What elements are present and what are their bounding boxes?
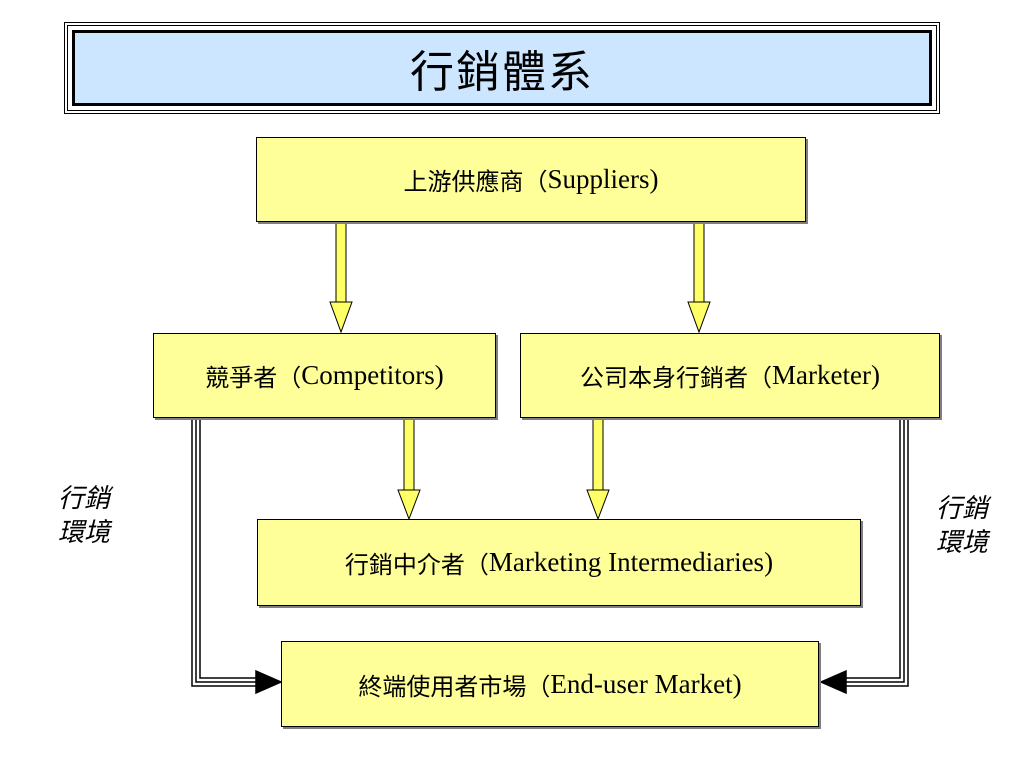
node-intermediaries-en: Marketing Intermediaries) xyxy=(488,547,774,577)
arrow-marketer-to-intermediaries xyxy=(586,417,610,521)
node-competitors: 競爭者（Competitors) xyxy=(153,333,496,418)
node-suppliers: 上游供應商（Suppliers) xyxy=(256,137,806,222)
arrow-suppliers-to-competitors xyxy=(329,221,353,334)
side-label-right-line1: 行銷 xyxy=(936,494,989,524)
node-enduser-en: End-user Market) xyxy=(550,668,742,699)
connector-competitors-to-enduser xyxy=(191,418,283,695)
arrow-suppliers-to-marketer xyxy=(687,221,711,334)
node-marketer-en: Marketer) xyxy=(772,360,880,390)
side-label-left: 行銷 環境 xyxy=(58,482,110,550)
side-label-left-line2: 環境 xyxy=(58,518,111,548)
side-label-left-line1: 行銷 xyxy=(58,484,111,514)
node-marketer: 公司本身行銷者（Marketer) xyxy=(520,333,940,418)
page-title: 行銷體系 xyxy=(410,47,594,98)
node-marketer-cn: 公司本身行銷者（ xyxy=(580,364,773,392)
node-intermediaries: 行銷中介者（Marketing Intermediaries) xyxy=(257,519,861,606)
side-label-right-line2: 環境 xyxy=(936,528,989,558)
node-enduser: 終端使用者市場（End-user Market) xyxy=(281,641,819,727)
node-suppliers-cn: 上游供應商（ xyxy=(403,168,548,196)
node-competitors-en: Competitors) xyxy=(301,360,444,390)
title-banner: 行銷體系 xyxy=(72,30,932,106)
node-enduser-cn: 終端使用者市場（ xyxy=(358,672,551,701)
arrow-competitors-to-intermediaries xyxy=(397,417,421,521)
side-label-right: 行銷 環境 xyxy=(936,492,988,560)
connector-marketer-to-enduser xyxy=(819,418,909,695)
node-suppliers-en: Suppliers) xyxy=(547,164,659,194)
title-frame: 行銷體系 xyxy=(64,22,940,114)
node-intermediaries-cn: 行銷中介者（ xyxy=(344,551,489,579)
node-competitors-cn: 競爭者（ xyxy=(205,364,302,392)
